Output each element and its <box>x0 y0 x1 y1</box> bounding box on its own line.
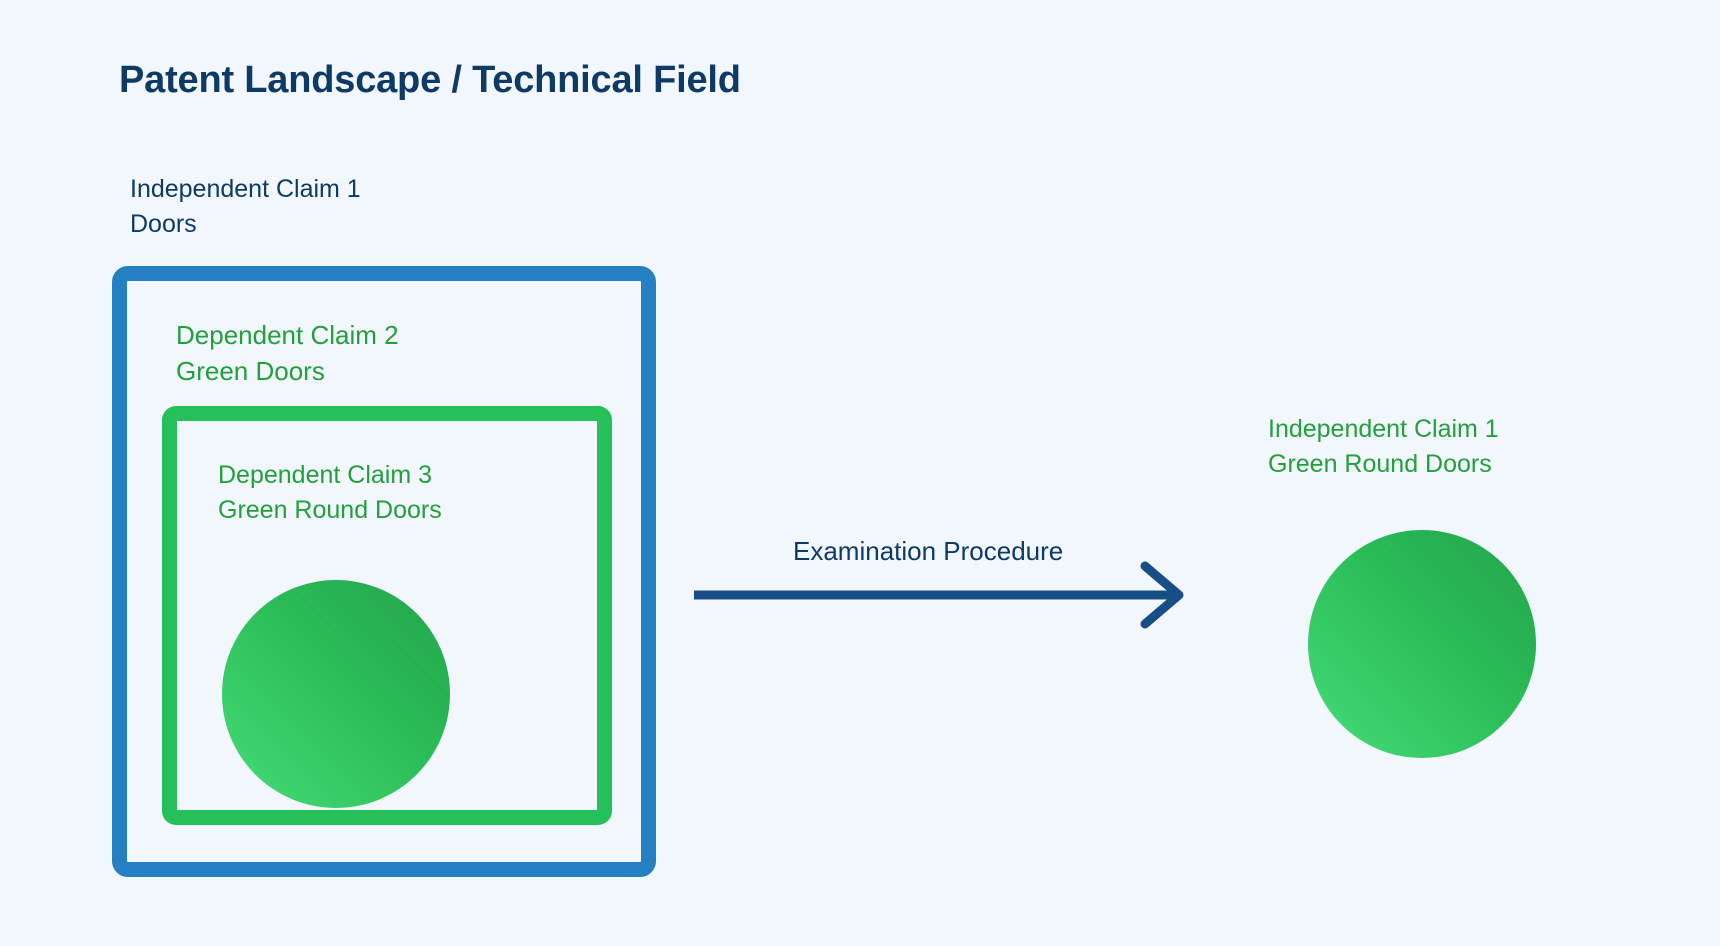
examination-procedure-label: Examination Procedure <box>793 536 1064 566</box>
dependent-claim-3-line2: Green Round Doors <box>218 495 442 524</box>
independent-claim-1-line2: Doors <box>130 209 197 238</box>
page-title: Patent Landscape / Technical Field <box>119 59 741 101</box>
result-claim-line1: Independent Claim 1 <box>1268 415 1499 443</box>
result-claim-caption: Independent Claim 1 Green Round Doors <box>1268 412 1499 481</box>
dependent-claim-2-caption: Dependent Claim 2 Green Doors <box>176 318 399 390</box>
arrow-right-icon <box>694 561 1184 629</box>
independent-claim-1-caption: Independent Claim 1 Doors <box>130 172 361 241</box>
independent-claim-1-box <box>112 266 656 877</box>
result-claim-line2: Green Round Doors <box>1268 449 1492 478</box>
dependent-claim-3-caption: Dependent Claim 3 Green Round Doors <box>218 458 442 527</box>
examination-procedure-arrow <box>690 560 1270 650</box>
dependent-claim-3-box <box>162 406 612 825</box>
dependent-claim-3-line1: Dependent Claim 3 <box>218 461 433 489</box>
dependent-claim-2-line1: Dependent Claim 2 <box>176 320 399 350</box>
green-round-door-circle-left <box>222 580 450 808</box>
dependent-claim-2-line2: Green Doors <box>176 355 325 386</box>
green-round-door-circle-right <box>1308 530 1536 758</box>
independent-claim-1-line1: Independent Claim 1 <box>130 175 361 203</box>
